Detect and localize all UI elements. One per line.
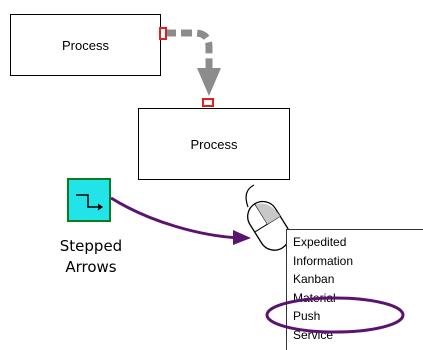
menu-item-information[interactable]: Information [293, 253, 354, 268]
menu-item-material[interactable]: Material [293, 290, 336, 305]
stepped-arrow-icon [76, 194, 103, 211]
stepped-arrows-tool-button[interactable] [67, 178, 111, 222]
stepped-arrows-label-line: Stepped [59, 237, 123, 255]
process-box-top-label: Process [62, 37, 109, 53]
annotation-arrowhead [233, 230, 251, 245]
menu-item-push[interactable]: Push [293, 309, 321, 323]
connector-end-handle[interactable] [202, 98, 214, 107]
process-box-bottom[interactable]: Process [138, 108, 290, 180]
stepped-arrows-label-line: Arrows [65, 258, 117, 276]
process-box-top[interactable]: Process [10, 14, 161, 76]
menu-item-service[interactable]: Service [293, 327, 334, 342]
menu-item-expedited[interactable]: Expedited [293, 235, 347, 249]
connector-arrowhead [197, 68, 221, 96]
menu-item-kanban[interactable]: Kanban [293, 272, 335, 286]
push-connector-arrow[interactable] [165, 29, 213, 70]
mouse-cable [245, 184, 255, 208]
mouse-icon [247, 200, 291, 251]
connector-start-handle[interactable] [159, 27, 167, 40]
annotation-arrow [110, 196, 241, 240]
process-box-bottom-label: Process [190, 136, 238, 152]
